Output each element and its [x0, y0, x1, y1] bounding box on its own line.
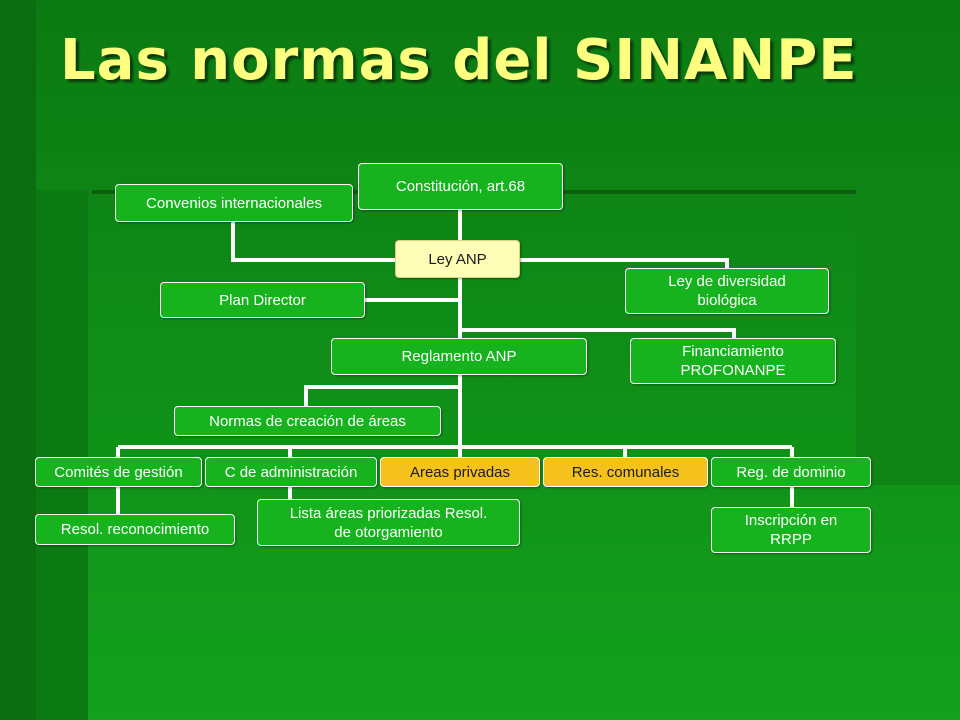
- background-bar-right: [856, 190, 960, 485]
- node-ley-anp: Ley ANP: [395, 240, 520, 278]
- node-comites-gestion: Comités de gestión: [35, 457, 202, 487]
- node-areas-privadas: Areas privadas: [380, 457, 540, 487]
- node-convenios-internacionales: Convenios internacionales: [115, 184, 353, 222]
- node-plan-director: Plan Director: [160, 282, 365, 318]
- node-res-comunales: Res. comunales: [543, 457, 708, 487]
- node-c-administracion: C de administración: [205, 457, 377, 487]
- node-ley-diversidad: Ley de diversidad biológica: [625, 268, 829, 314]
- node-reglamento-anp: Reglamento ANP: [331, 338, 587, 375]
- node-inscripcion-rrpp: Inscripción en RRPP: [711, 507, 871, 553]
- node-resol-reconocimiento: Resol. reconocimiento: [35, 514, 235, 545]
- page-title: Las normas del SINANPE: [60, 28, 858, 93]
- background-bar-left: [0, 0, 36, 720]
- node-financiamiento: Financiamiento PROFONANPE: [630, 338, 836, 384]
- node-lista-areas: Lista áreas priorizadas Resol. de otorga…: [257, 499, 520, 546]
- background-bar-left-2: [36, 190, 88, 720]
- node-constitucion: Constitución, art.68: [358, 163, 563, 210]
- node-normas-creacion: Normas de creación de áreas: [174, 406, 441, 436]
- node-reg-dominio: Reg. de dominio: [711, 457, 871, 487]
